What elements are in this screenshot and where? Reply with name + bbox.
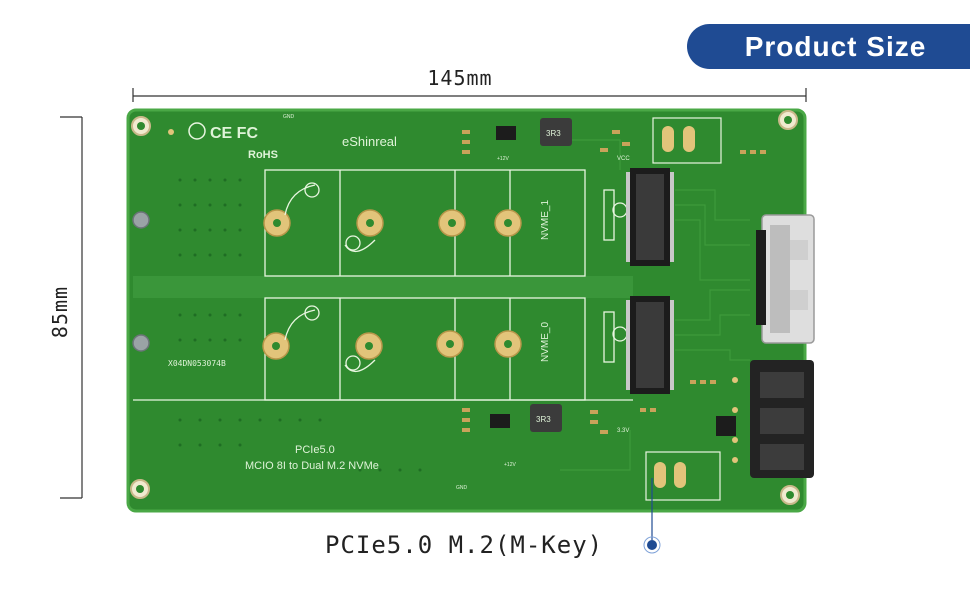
gnd-top: GND — [283, 114, 295, 120]
inductor-bottom — [530, 404, 562, 432]
top-pad — [652, 117, 722, 164]
m2-connector-1 — [630, 168, 670, 266]
cert-marks: CE FC — [210, 125, 258, 142]
m2-callout-label: PCIe5.0 M.2(M-Key) — [325, 531, 604, 559]
callout-dot — [647, 540, 657, 550]
inductor-top — [540, 118, 572, 146]
brand-text: eShinreal — [342, 134, 397, 149]
width-dimension-line — [132, 88, 807, 102]
v33-text: 3.3V — [617, 428, 629, 434]
ic-right — [716, 416, 736, 436]
standoffs — [132, 211, 150, 352]
bottom-pad — [645, 451, 721, 501]
ic-top — [496, 126, 516, 140]
title-line-2: MCIO 8I to Dual M.2 NVMe — [245, 460, 379, 472]
rohs-text: RoHS — [248, 149, 278, 161]
ic-label-bottom: 3R3 — [536, 415, 551, 424]
v12-bottom: +12V — [504, 462, 516, 468]
height-dimension-line — [60, 116, 83, 499]
badge-label: Product Size — [744, 30, 927, 62]
ic-label-top: 3R3 — [546, 129, 561, 138]
ic-bottom — [490, 414, 510, 428]
m2-connector-0 — [630, 296, 670, 394]
product-size-badge: Product Size — [687, 24, 970, 69]
v12-top: +12V — [497, 156, 509, 162]
vcc-text: VCC — [617, 156, 630, 162]
mcio-connector — [756, 214, 815, 344]
slot1-label: NVME_1 — [540, 200, 551, 240]
width-dimension-label: 145mm — [427, 66, 493, 90]
slot0-label: NVME_0 — [540, 322, 551, 362]
serial-text: X04DN053074B — [168, 359, 226, 368]
smd-components — [462, 130, 766, 434]
power-connector — [732, 360, 814, 478]
title-line-1: PCIe5.0 — [295, 444, 335, 456]
gnd-bottom: GND — [456, 485, 468, 491]
